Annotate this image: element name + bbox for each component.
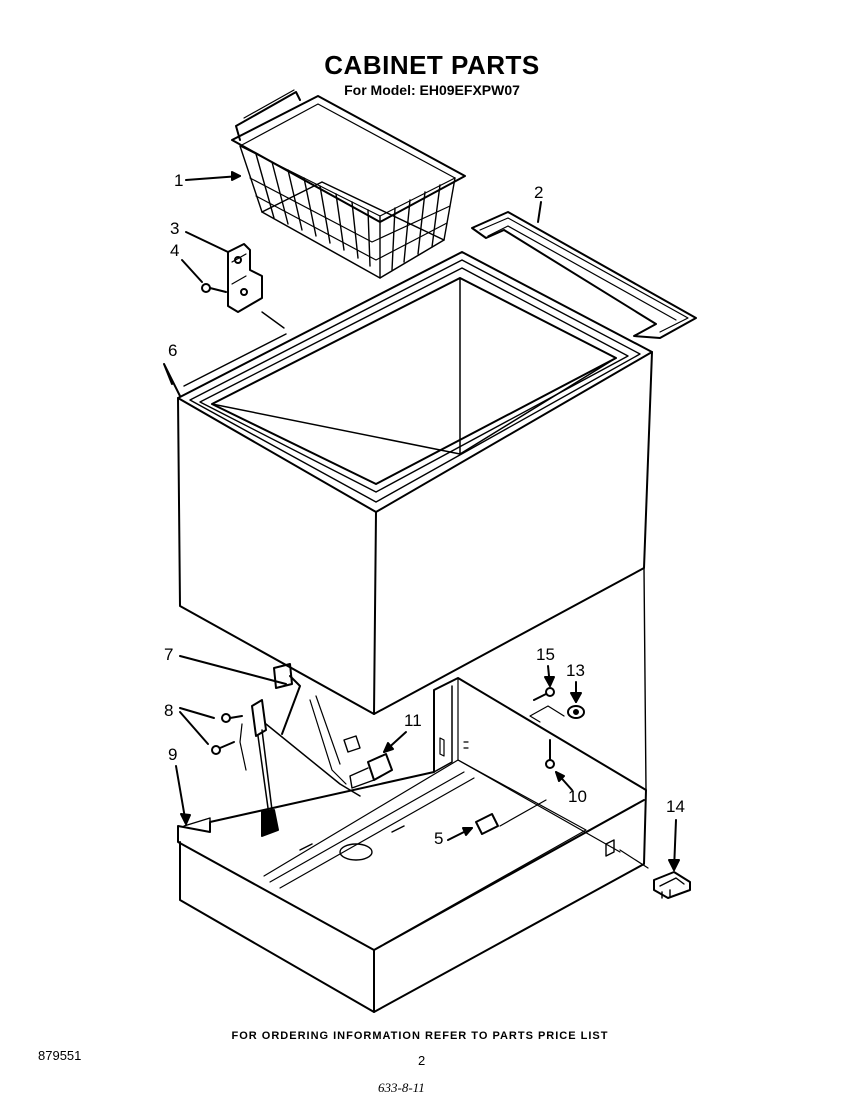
leader-line-8: [179, 707, 215, 745]
page-number: 2: [418, 1053, 426, 1068]
arrowhead-9: [180, 813, 191, 825]
arrowhead-5: [462, 827, 473, 836]
screw-10: [545, 739, 555, 769]
hinge-alignment-line: [261, 311, 285, 329]
cabinet-alignment-line: [183, 333, 287, 387]
leader-line-3: [185, 231, 229, 253]
hinge-screw: [201, 283, 227, 293]
handwritten-code: 633-8-11: [378, 1080, 425, 1095]
wire-basket: [231, 89, 466, 279]
callout-7: 7: [164, 645, 173, 664]
base-clip: [475, 813, 499, 835]
arrowhead-14: [668, 859, 680, 871]
callout-4: 4: [170, 241, 179, 260]
leader-line-6: [163, 363, 181, 397]
screw-15: [533, 687, 555, 701]
arrowhead-1: [231, 171, 241, 181]
cabinet-base: [177, 677, 649, 1013]
harness-screws: [211, 713, 243, 755]
document-number: 879551: [38, 1048, 82, 1063]
callout-2: 2: [534, 183, 543, 202]
arrowhead-11: [383, 742, 394, 753]
callout-10: 10: [568, 787, 587, 806]
arrowhead-13: [570, 692, 582, 703]
leader-line-4: [181, 259, 203, 283]
hinge-bracket: [227, 243, 263, 313]
lid-gasket: [471, 211, 697, 339]
arrowhead-10: [555, 771, 565, 782]
leader-line-7: [179, 655, 287, 685]
callout-9: 9: [168, 745, 177, 764]
callout-11: 11: [404, 711, 422, 730]
callout-15: 15: [536, 645, 555, 664]
wiring-harness: [239, 663, 361, 837]
callout-5: 5: [434, 829, 443, 848]
leveling-foot-13: [567, 705, 585, 719]
page-title: CABINET PARTS: [324, 50, 540, 80]
model-subtitle: For Model: EH09EFXPW07: [344, 82, 520, 98]
cabinet-body: [177, 251, 653, 715]
ordering-info-note: FOR ORDERING INFORMATION REFER TO PARTS …: [231, 1030, 609, 1042]
leader-line-2: [537, 201, 542, 223]
callout-8: 8: [164, 701, 173, 720]
drain-plug-14: [653, 871, 691, 899]
callout-13: 13: [566, 661, 585, 680]
base-alignment-line: [643, 567, 647, 791]
callout-1: 1: [174, 171, 183, 190]
arrowhead-15: [544, 676, 555, 687]
callout-14: 14: [666, 797, 685, 816]
callout-6: 6: [168, 341, 177, 360]
callout-3: 3: [170, 219, 179, 238]
power-clip: [343, 735, 393, 789]
